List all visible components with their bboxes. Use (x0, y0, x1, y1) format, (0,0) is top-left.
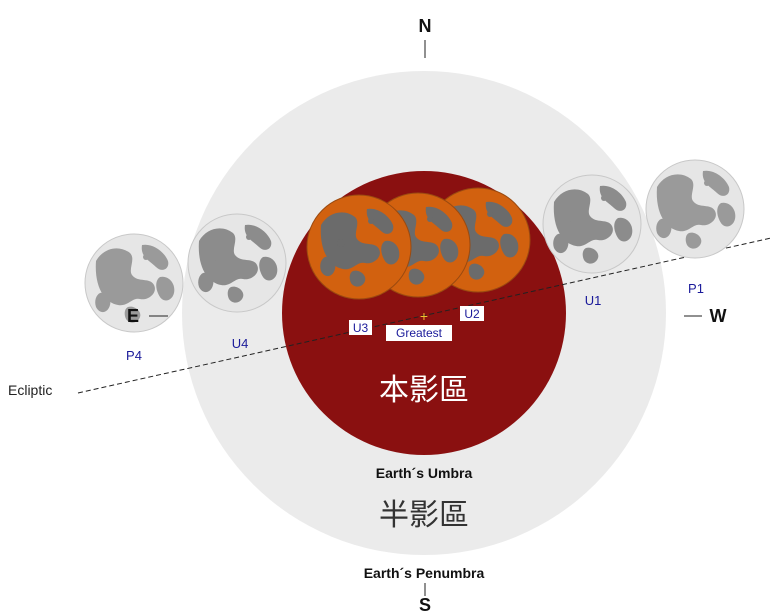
umbra-cjk-label: 本影區 (379, 373, 469, 408)
compass-south: S (419, 595, 431, 612)
umbra-label: Earth´s Umbra (376, 465, 473, 481)
u3-label-box (349, 320, 372, 335)
compass-north: N (419, 16, 432, 36)
u3-label: U3 (353, 321, 369, 335)
u1-label: U1 (585, 293, 602, 308)
penumbra-label: Earth´s Penumbra (364, 565, 485, 581)
u4-label: U4 (232, 336, 249, 351)
moon-p4 (84, 233, 184, 333)
moon-u4 (187, 213, 287, 313)
ecliptic-line (77, 237, 771, 394)
u2-label: U2 (464, 307, 480, 321)
p1-label: P1 (688, 281, 704, 296)
greatest-marker: + (420, 308, 428, 324)
penumbra-cjk-label: 半影區 (379, 498, 469, 533)
greatest-label: Greatest (396, 326, 443, 340)
moon-p1 (645, 159, 745, 259)
compass-west: W (710, 306, 727, 326)
moon-u3-eclipsed (306, 194, 412, 300)
p4-label: P4 (126, 348, 142, 363)
u2-label-box (460, 306, 484, 321)
moon-u1 (542, 174, 642, 274)
ecliptic-label: Ecliptic (8, 382, 52, 398)
greatest-label-box (386, 325, 452, 341)
compass-east: E (127, 306, 139, 326)
